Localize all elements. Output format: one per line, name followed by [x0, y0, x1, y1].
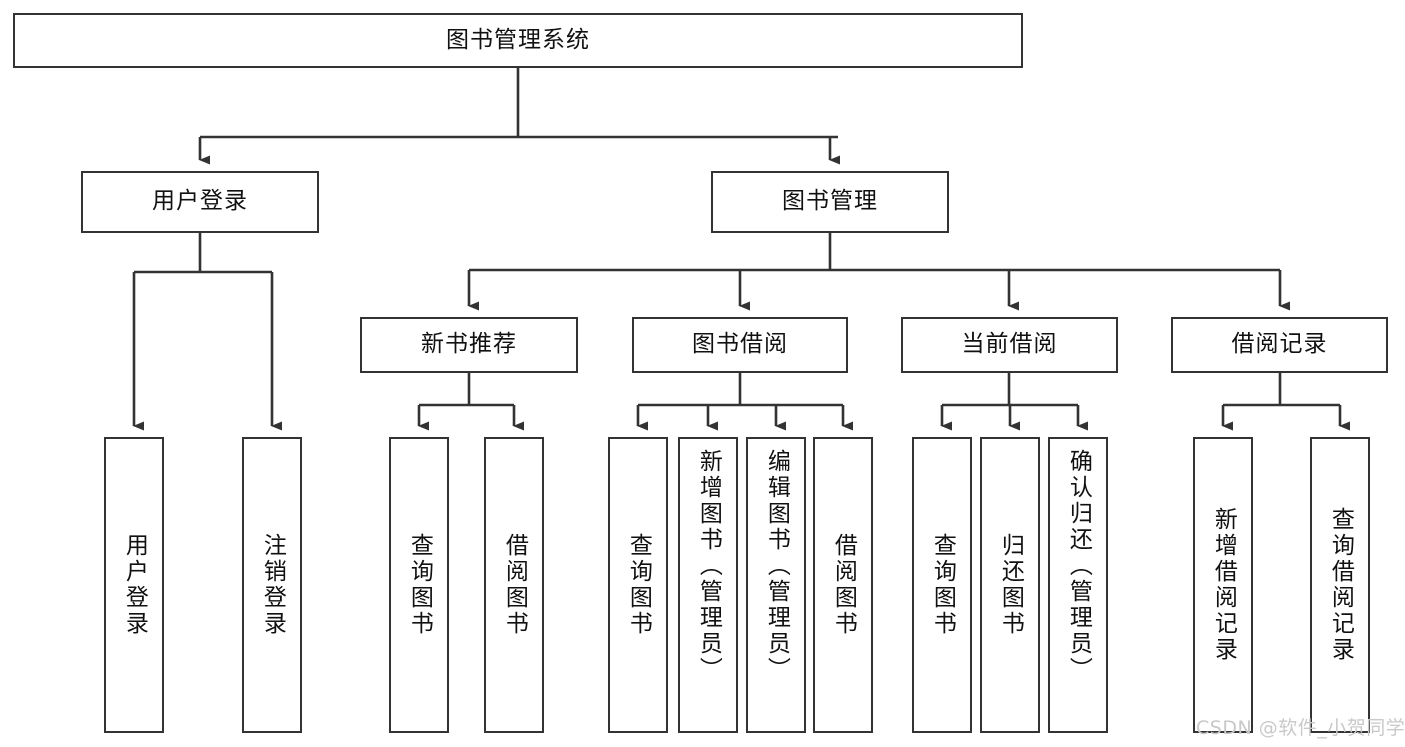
node-leaf-query-borrow-record[interactable]: 查询借阅记录 — [1310, 437, 1370, 733]
node-user-login-label: 用户登录 — [152, 188, 248, 215]
node-borrow-record[interactable]: 借阅记录 — [1171, 317, 1388, 373]
node-leaf-user-login-label: 用户登录 — [121, 533, 148, 637]
node-current-borrow[interactable]: 当前借阅 — [901, 317, 1118, 373]
node-leaf-query-book-3[interactable]: 查询图书 — [912, 437, 972, 733]
node-leaf-confirm-return-admin-label: 确认归还（管理员） — [1065, 449, 1092, 683]
node-leaf-borrow-book-1[interactable]: 借阅图书 — [484, 437, 544, 733]
node-leaf-query-book-3-label: 查询图书 — [929, 533, 956, 637]
node-leaf-query-borrow-record-label: 查询借阅记录 — [1327, 507, 1354, 663]
node-leaf-edit-book-admin-label: 编辑图书（管理员） — [763, 449, 790, 683]
node-leaf-query-book-2[interactable]: 查询图书 — [608, 437, 668, 733]
node-leaf-query-book-1[interactable]: 查询图书 — [389, 437, 449, 733]
node-book-manage-label: 图书管理 — [782, 188, 878, 215]
node-leaf-user-login[interactable]: 用户登录 — [104, 437, 164, 733]
node-leaf-query-book-2-label: 查询图书 — [625, 533, 652, 637]
watermark: CSDN @软件_小贺同学 — [1196, 717, 1405, 739]
node-leaf-add-book-admin-label: 新增图书（管理员） — [695, 449, 722, 683]
node-leaf-edit-book-admin[interactable]: 编辑图书（管理员） — [746, 437, 806, 733]
node-leaf-add-borrow-record-label: 新增借阅记录 — [1210, 507, 1237, 663]
node-leaf-return-book[interactable]: 归还图书 — [980, 437, 1040, 733]
node-leaf-add-borrow-record[interactable]: 新增借阅记录 — [1193, 437, 1253, 733]
node-leaf-borrow-book-1-label: 借阅图书 — [501, 533, 528, 637]
node-book-manage[interactable]: 图书管理 — [711, 171, 949, 233]
node-leaf-logout[interactable]: 注销登录 — [242, 437, 302, 733]
node-borrow-record-label: 借阅记录 — [1231, 331, 1328, 358]
node-user-login[interactable]: 用户登录 — [81, 171, 319, 233]
node-leaf-borrow-book-2-label: 借阅图书 — [830, 533, 857, 637]
node-new-book-recommend[interactable]: 新书推荐 — [360, 317, 578, 373]
node-leaf-logout-label: 注销登录 — [259, 533, 286, 637]
node-leaf-borrow-book-2[interactable]: 借阅图书 — [813, 437, 873, 733]
node-leaf-query-book-1-label: 查询图书 — [406, 533, 433, 637]
node-root-label: 图书管理系统 — [446, 26, 590, 53]
node-book-borrow[interactable]: 图书借阅 — [632, 317, 848, 373]
node-leaf-confirm-return-admin[interactable]: 确认归还（管理员） — [1048, 437, 1108, 733]
node-new-book-recommend-label: 新书推荐 — [421, 331, 517, 358]
node-book-borrow-label: 图书借阅 — [692, 331, 788, 358]
node-leaf-add-book-admin[interactable]: 新增图书（管理员） — [678, 437, 738, 733]
node-leaf-return-book-label: 归还图书 — [997, 533, 1024, 637]
node-current-borrow-label: 当前借阅 — [961, 331, 1058, 358]
node-root[interactable]: 图书管理系统 — [13, 13, 1023, 68]
